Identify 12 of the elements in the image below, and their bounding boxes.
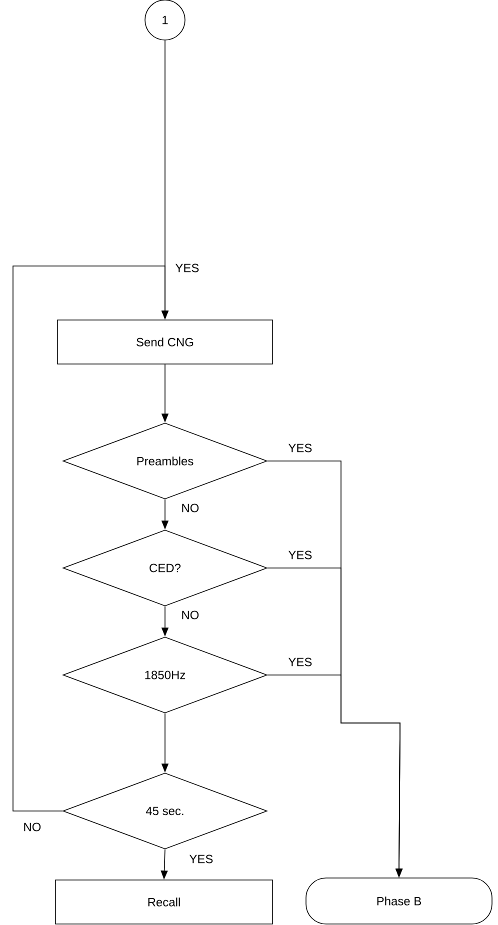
- edge-label: YES: [287, 550, 314, 560]
- process-box: Send CNG: [57, 320, 273, 364]
- edge-label: NO: [22, 822, 42, 832]
- edge-label: NO: [180, 502, 200, 514]
- edge-label: YES: [287, 656, 314, 668]
- edge-label: YES: [287, 442, 314, 454]
- arrow: [12, 266, 169, 812]
- branch-label: YES: [174, 262, 200, 274]
- edge-label: YES: [188, 854, 214, 864]
- process-box: Recall: [55, 880, 273, 924]
- terminal-box: Phase B: [306, 878, 492, 924]
- edge-label: NO: [180, 610, 200, 620]
